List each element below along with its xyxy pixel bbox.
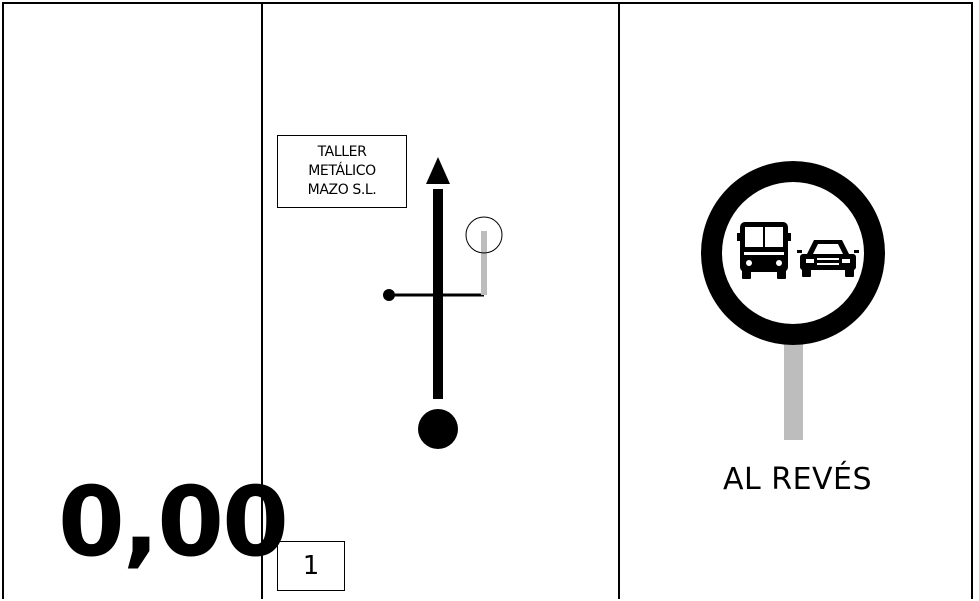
distance-cell: 0,00	[4, 4, 289, 599]
reference-label-line: METÁLICO	[308, 163, 376, 179]
reference-label-line: TALLER	[317, 144, 367, 160]
direction-arrow-icon	[426, 157, 450, 184]
no-overtaking-sign-icon	[701, 161, 885, 440]
landmark-marker-icon	[465, 216, 503, 254]
sign-post	[784, 342, 803, 440]
reference-label-box: TALLER METÁLICO MAZO S.L.	[277, 135, 407, 208]
sign-caption: AL REVÉS	[722, 462, 873, 497]
route-tulip-diagram	[383, 157, 503, 449]
distance-value: 0,00	[58, 466, 289, 578]
side-road-end-icon	[383, 289, 395, 301]
car-icon	[797, 240, 859, 277]
step-number-box: 1	[277, 541, 345, 591]
reference-label-line: MAZO S.L.	[307, 182, 377, 198]
sign-cell: AL REVÉS	[618, 4, 975, 599]
bus-icon	[737, 222, 791, 279]
start-point-icon	[418, 409, 458, 449]
route-diagram-cell: TALLER METÁLICO MAZO S.L. 1	[261, 4, 620, 599]
